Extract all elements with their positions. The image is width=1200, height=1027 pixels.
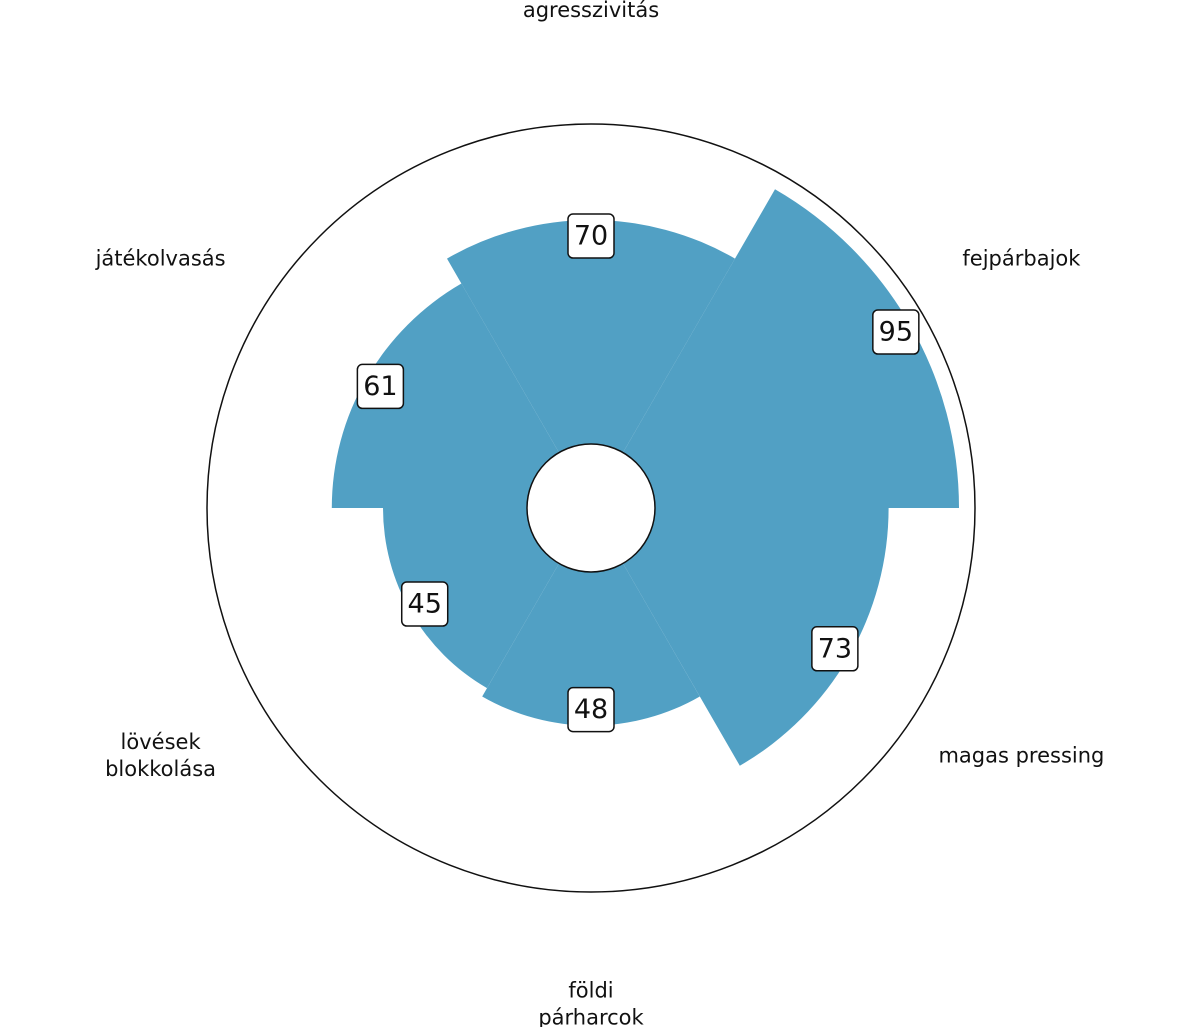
bar-segment (482, 563, 700, 726)
category-label: agresszivitás (523, 0, 659, 22)
value-label: 45 (400, 581, 449, 627)
value-label: 73 (811, 626, 859, 672)
value-label-text: 73 (818, 633, 852, 664)
value-label: 70 (567, 213, 615, 259)
category-label: játékolvasás (95, 247, 226, 271)
value-label-text: 95 (879, 317, 913, 348)
category-label-line: agresszivitás (523, 0, 659, 22)
bar-segment (447, 220, 735, 453)
category-label-line: magas pressing (938, 744, 1104, 768)
bar-segment (383, 508, 559, 689)
bar-segment (331, 283, 559, 508)
category-label: lövések blokkolása (105, 730, 216, 781)
category-label: fejpárbajok (962, 247, 1081, 271)
category-label-line: játékolvasás (95, 247, 226, 271)
value-label-text: 61 (363, 371, 397, 402)
value-label-text: 70 (574, 221, 608, 252)
category-label: földi párharcok (538, 979, 644, 1027)
category-label-line: fejpárbajok (962, 247, 1081, 271)
value-label-text: 45 (408, 589, 442, 620)
category-label-line: párharcok (538, 1006, 644, 1027)
value-label-text: 48 (574, 694, 608, 725)
category-label-line: blokkolása (105, 757, 216, 781)
category-label: magas pressing (938, 744, 1104, 768)
bar-segment (623, 189, 959, 508)
center-hole (526, 443, 656, 573)
value-label: 48 (567, 686, 615, 733)
value-label: 61 (356, 363, 405, 410)
bar-segment (623, 508, 889, 766)
category-label-line: lövések (121, 730, 202, 754)
category-label-line: földi (568, 979, 613, 1003)
outer-ring (206, 123, 976, 893)
value-label: 95 (872, 309, 920, 355)
